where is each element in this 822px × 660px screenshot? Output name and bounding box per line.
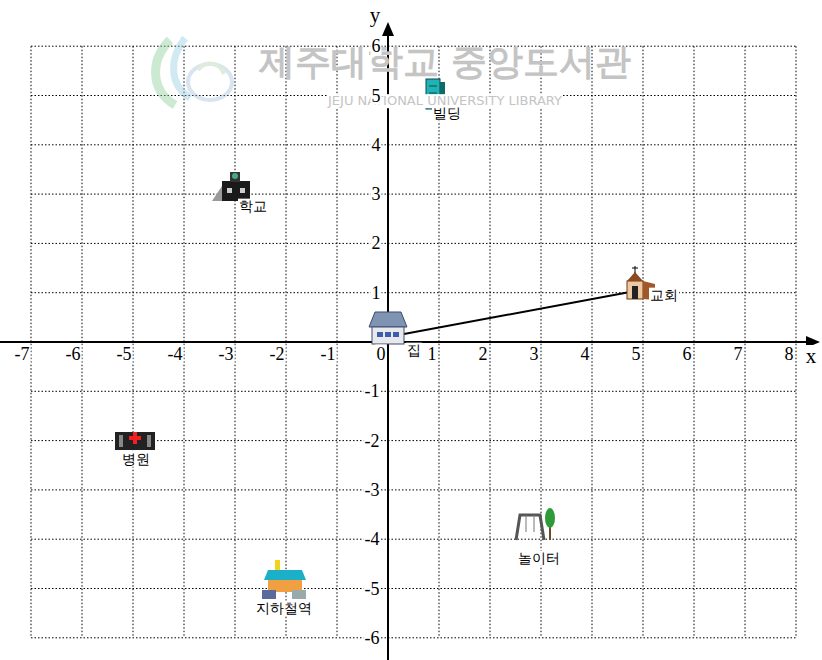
x-tick-number: 5 <box>631 345 642 364</box>
place-name: 지하철역 <box>255 601 313 616</box>
axis-name: x <box>805 345 818 367</box>
y-tick-number: 3 <box>371 185 382 204</box>
x-tick-number: -7 <box>14 345 31 364</box>
x-tick-number: 3 <box>529 345 540 364</box>
y-tick-number: -2 <box>364 431 381 450</box>
place-name: 놀이터 <box>517 551 561 566</box>
school-icon <box>212 172 250 201</box>
x-tick-number: -1 <box>320 345 337 364</box>
grid-line <box>31 292 796 293</box>
grid-line <box>31 539 796 540</box>
x-tick-number: 4 <box>580 345 591 364</box>
x-tick-number: 0 <box>376 345 387 364</box>
x-tick-number: -4 <box>167 345 184 364</box>
watermark-logo <box>156 38 232 105</box>
y-tick-number: -4 <box>364 530 381 549</box>
y-tick-number: 1 <box>371 283 382 302</box>
playground-icon <box>516 508 555 540</box>
x-tick-number: 1 <box>427 345 438 364</box>
grid-line <box>31 489 796 490</box>
axis-name: y <box>369 4 382 26</box>
y-tick-number: -6 <box>364 628 381 647</box>
watermark-title: 제주대학교 중앙도서관 <box>258 43 633 81</box>
x-tick-number: 7 <box>733 345 744 364</box>
y-tick-number: 2 <box>371 234 382 253</box>
place-name: 교회 <box>649 288 679 303</box>
grid-line <box>31 391 796 392</box>
grid-line <box>31 194 796 195</box>
place-name: 학교 <box>238 199 268 214</box>
y-tick-number: 4 <box>371 135 382 154</box>
y-arrowhead <box>382 22 394 36</box>
x-tick-number: 2 <box>478 345 489 364</box>
route-line <box>404 292 630 334</box>
y-tick-number: -1 <box>364 382 381 401</box>
axes <box>0 30 812 660</box>
subway-station-icon <box>262 560 306 599</box>
hospital-icon <box>115 432 155 450</box>
grid-line <box>31 243 796 244</box>
y-tick-number: 6 <box>371 37 382 56</box>
place-name: 집 <box>406 343 422 358</box>
x-tick-number: -2 <box>269 345 286 364</box>
place-name: 병원 <box>121 452 151 467</box>
y-tick-number: -3 <box>364 480 381 499</box>
x-tick-number: -3 <box>218 345 235 364</box>
y-tick-number: 5 <box>371 86 382 105</box>
y-tick-number: -5 <box>364 579 381 598</box>
x-tick-number: 6 <box>682 345 693 364</box>
grid-line <box>31 144 796 145</box>
grid-line <box>31 637 796 638</box>
house-icon <box>369 312 407 344</box>
x-tick-number: 8 <box>784 345 795 364</box>
grid-line <box>31 588 796 589</box>
place-name: 빌딩 <box>432 106 462 121</box>
x-tick-number: -5 <box>116 345 133 364</box>
x-tick-number: -6 <box>65 345 82 364</box>
